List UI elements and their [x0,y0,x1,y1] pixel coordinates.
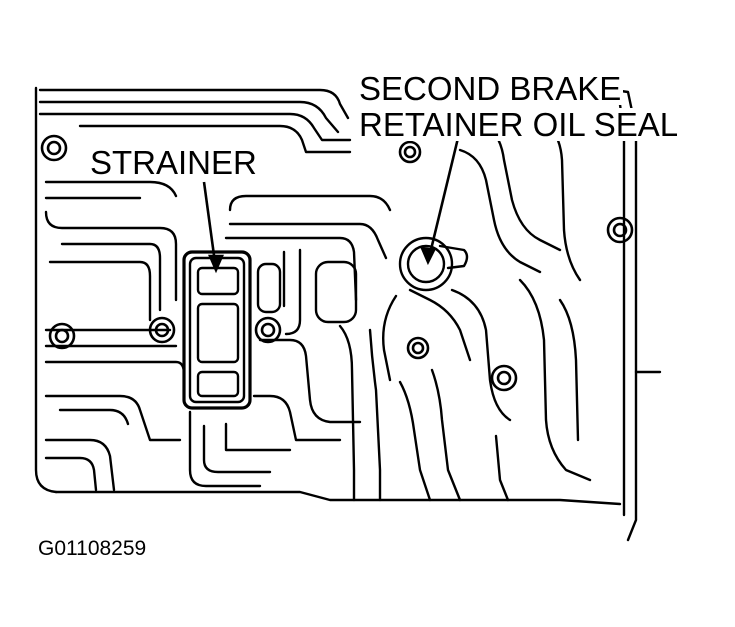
low-mid-4 [202,424,272,474]
top-passage-1 [38,88,350,120]
pocket-a [256,262,282,314]
pocket-b [314,260,358,324]
bolt-left-mid [48,322,76,350]
low-left-4 [44,394,182,442]
bolt-strainer-left [148,316,176,344]
low-left-6 [44,438,116,492]
seal-inner [406,244,446,284]
right-passage-2 [458,148,542,274]
casting-right-edge-inner [590,98,626,517]
seal-passage-3 [450,288,512,422]
second-brake-label-line1: SECOND BRAKE [357,70,624,107]
strainer-cell-1 [196,266,240,296]
figure-id: G01108259 [38,537,147,560]
strainer-cell-2 [196,302,240,364]
top-passage-3 [38,112,352,142]
top-passage-4 [78,124,352,154]
low-right-5 [494,434,510,502]
strainer-cell-3 [196,370,240,398]
casting-right-edge [598,86,638,542]
low-left-7 [44,456,98,492]
bolt-top-mid [398,140,422,164]
low-mid-2 [252,394,342,442]
low-left-3 [44,360,186,376]
left-rib-4 [60,242,162,312]
low-right-4 [430,368,462,502]
left-rib-5 [48,260,152,322]
low-mid-3 [188,410,262,488]
strainer-label: STRAINER [86,146,261,179]
seal-outer [398,236,454,292]
seal-port [438,244,469,270]
bolt-lower-right [490,364,518,392]
left-rib-1 [44,180,178,198]
top-passage-2 [38,100,340,134]
low-right-6 [518,278,592,482]
leader-second-brake [426,137,460,263]
bolt-strainer-right [254,316,282,344]
mid-passage-2 [228,222,388,260]
low-right-1 [338,324,356,502]
low-mid-5 [224,422,292,452]
right-passage-3 [538,118,582,282]
left-body-edge [34,86,58,494]
seal-passage-2 [382,294,398,382]
low-right-7 [558,298,580,442]
strainer-outline [182,250,252,410]
bolt-right [606,216,634,244]
mid-passage-4 [284,248,302,336]
low-left-5 [58,408,130,426]
second-brake-label-line2: RETAINER OIL SEAL [357,106,681,143]
mid-passage-1 [228,194,392,212]
bottom-edge [54,490,622,506]
bolt-seal-below [406,336,430,360]
left-rib-3 [44,210,178,302]
bolt-top-left [40,134,68,162]
seal-passage-1 [408,288,472,362]
low-mid-1 [258,338,362,424]
mid-passage-3 [224,236,358,302]
low-right-2 [368,328,382,502]
low-right-3 [398,380,432,502]
leader-strainer-arrow [208,254,224,274]
leader-seal-arrow [419,246,436,266]
